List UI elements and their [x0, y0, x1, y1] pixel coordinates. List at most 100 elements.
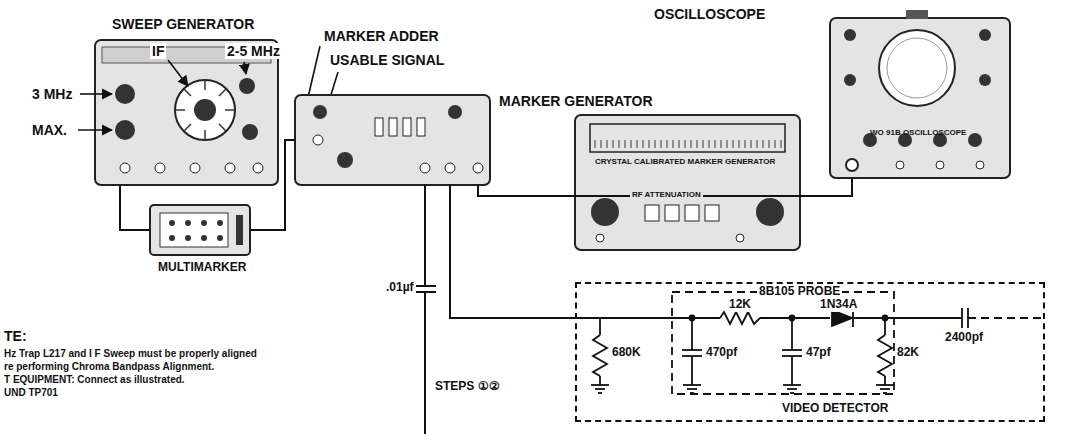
note-heading: TE: [2, 328, 29, 344]
multimarker-box [185, 220, 191, 226]
marker-adder-panel [295, 95, 490, 185]
callout-label: IF [150, 43, 166, 59]
marker-generator-panel [685, 205, 699, 221]
marker-adder: MARKER ADDER [295, 95, 490, 185]
marker-generator-panel [756, 198, 784, 226]
sweep-generator-panel [194, 99, 216, 121]
detector-circuit [884, 376, 886, 385]
callout-label: 3 MHz [30, 86, 74, 102]
detector-circuit [595, 388, 605, 390]
instrument-name: SWEEP GENERATOR [110, 16, 256, 32]
detector-circuit [791, 356, 793, 385]
oscilloscope-panel [979, 74, 991, 86]
callout-leaders [244, 62, 246, 74]
callout-label: USABLE SIGNAL [328, 52, 446, 68]
sweep-generator-panel [95, 40, 278, 185]
detector-circuit [599, 376, 601, 385]
oscilloscope: OSCILLOSCOPEWO 91B OSCILLOSCOPE [830, 18, 1010, 178]
callout-leaders [78, 129, 112, 131]
oscilloscope-panel [887, 38, 947, 98]
detector-circuit [791, 318, 793, 350]
sweep-generator-panel [95, 40, 278, 185]
multimarker-box [201, 235, 207, 241]
multimarker-box [169, 220, 175, 226]
detector-circuit [683, 384, 701, 386]
sweep-generator-panel [204, 130, 206, 140]
multimarker-box [217, 235, 223, 241]
detector-circuit [599, 318, 601, 335]
marker-adder-panel [295, 95, 490, 185]
detector-circuit [682, 349, 702, 351]
detector-circuit [790, 316, 795, 321]
step-callout: STEPS ①② [433, 380, 502, 394]
instrument-name: MARKER GENERATOR [497, 93, 655, 109]
detector-circuit [687, 388, 697, 390]
note-text: re performing Chroma Bandpass Alignment. [2, 361, 216, 373]
detector-circuit [575, 317, 720, 319]
sweep-generator: SWEEP GENERATOR [95, 40, 278, 185]
coupling-capacitor-lead [414, 185, 436, 434]
component-value: 12K [727, 298, 753, 312]
sweep-generator-panel [184, 124, 191, 131]
part-number: 1N34A [818, 298, 859, 312]
test-cable [250, 140, 295, 230]
marker-adder-panel [337, 152, 353, 168]
multimarker-box [169, 235, 175, 241]
sweep-generator-panel [239, 78, 255, 94]
marker-generator-panel [590, 124, 785, 152]
sweep-generator-panel [115, 84, 135, 104]
multimarker-box [185, 235, 191, 241]
marker-generator-panel [736, 234, 744, 242]
marker-adder-panel [445, 163, 455, 173]
coupling-capacitor-lead [414, 285, 436, 287]
detector-circuit [690, 392, 694, 394]
panel-legend: WO 91B OSCILLOSCOPE [870, 128, 966, 137]
sweep-generator-panel [175, 80, 235, 140]
oscilloscope-panel [936, 161, 944, 169]
oscilloscope-panel [976, 161, 984, 169]
detector-circuit [961, 308, 963, 328]
callout-leaders [168, 60, 188, 86]
sweep-generator-panel [219, 124, 226, 131]
sweep-generator-panel [155, 163, 165, 173]
marker-generator: MARKER GENERATORCRYSTAL CALIBRATED MARKE… [575, 115, 800, 250]
oscilloscope-panel [879, 30, 955, 106]
component-value: 47pf [804, 346, 833, 360]
marker-generator-panel [596, 234, 604, 242]
test-cable [450, 185, 575, 318]
callout-label: MAX. [30, 122, 69, 138]
marker-adder-panel [473, 163, 483, 173]
multimarker-box [150, 205, 250, 255]
multimarker-box [150, 205, 250, 255]
detector-circuit [787, 388, 797, 390]
detector-circuit [691, 318, 693, 350]
coupling-capacitor-lead [424, 185, 426, 286]
coupling-capacitor-lead [424, 292, 426, 434]
oscilloscope-panel [830, 18, 1010, 178]
detector-circuit [575, 292, 1045, 394]
sweep-generator-panel [120, 163, 130, 173]
marker-generator-panel [665, 205, 679, 221]
detector-circuit [691, 356, 693, 385]
marker-adder-panel [389, 118, 397, 136]
detector-circuit [883, 392, 887, 394]
sweep-generator-panel [184, 89, 191, 96]
marker-generator-panel [591, 198, 619, 226]
detector-circuit [598, 392, 602, 394]
component-value: 680K [610, 346, 643, 360]
marker-adder-panel [420, 163, 430, 173]
test-cable [120, 185, 150, 230]
callout-leaders [80, 93, 112, 95]
probe-name: 8B105 PROBE [757, 285, 842, 299]
sweep-generator-panel [204, 80, 206, 90]
detector-circuit [720, 312, 760, 324]
instrument-name: MARKER ADDER [322, 28, 441, 44]
callout-label: 2-5 MHz [225, 43, 282, 59]
detector-circuit [878, 335, 892, 376]
marker-adder-panel [375, 118, 383, 136]
detector-circuit [782, 349, 802, 351]
marker-generator-panel [575, 115, 800, 250]
sweep-generator-panel [175, 109, 185, 111]
detector-circuit [853, 317, 962, 319]
panel-legend: RF ATTENUATION [630, 190, 703, 199]
